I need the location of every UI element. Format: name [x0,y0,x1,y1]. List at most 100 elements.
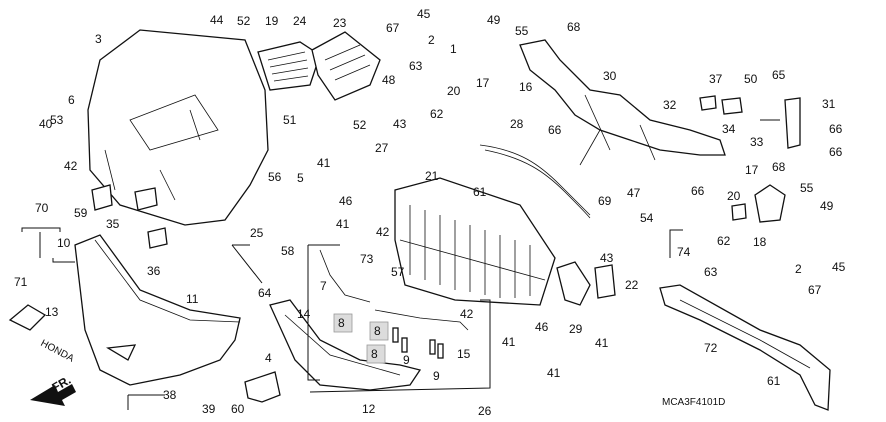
part-label: 44 [210,13,224,27]
front-cowl-part [74,234,241,386]
part-label: 43 [600,251,614,265]
part-label: 15 [457,347,471,361]
part-label: 52 [237,14,251,28]
bracket-part [731,184,786,223]
part-label: 68 [772,160,786,174]
part-label: 55 [515,24,529,38]
part-label: 17 [745,163,759,177]
bracket-part [699,95,717,111]
windscreen-part [87,29,269,226]
part-label: 20 [727,189,741,203]
part-label: 42 [376,225,390,239]
part-label: 27 [375,141,389,155]
part-label: 39 [202,402,216,416]
part-label: 2 [428,33,435,47]
part-labels: 3 44 52 19 24 23 48 52 45 67 49 2 1 55 6… [14,7,846,418]
part-label: 5 [297,171,304,185]
part-label: 23 [333,16,347,30]
part-label: 62 [717,234,731,248]
part-label: 2 [795,262,802,276]
highlight-box [366,344,386,364]
part-label: 25 [250,226,264,240]
part-label: 63 [704,265,718,279]
part-label: 26 [478,404,492,418]
part-label: 52 [353,118,367,132]
part-label: 4 [265,351,272,365]
part-label: 20 [447,84,461,98]
part-label: 67 [386,21,400,35]
part-label: 32 [663,98,677,112]
part-label: 12 [362,402,376,416]
part-label: 55 [800,181,814,195]
part-label: 6 [68,93,75,107]
part-label: 47 [627,186,641,200]
part-label: 34 [722,122,736,136]
inner-cover-part [269,299,422,391]
part-label: 9 [403,353,410,367]
part-label: 64 [258,286,272,300]
part-label: 8 [371,347,378,361]
stay-frame-part [519,39,726,166]
part-label: 48 [382,73,396,87]
part-label: 36 [147,264,161,278]
part-label: 28 [510,117,524,131]
part-label: 40 [39,117,53,131]
part-label: 66 [691,184,705,198]
part-label: 59 [74,206,88,220]
part-label: 73 [360,252,374,266]
group-bracket [52,258,75,263]
part-label: 22 [625,278,639,292]
part-label: 41 [547,366,561,380]
part-label: 69 [598,194,612,208]
part-label: 42 [460,307,474,321]
part-label: 24 [293,14,307,28]
part-label: 37 [709,72,723,86]
group-bracket [669,229,683,258]
bracket-part [721,97,743,115]
part-label: 33 [750,135,764,149]
part-label: 8 [374,324,381,338]
part-label: 53 [50,113,64,127]
part-label: 61 [473,185,487,199]
part-label: 42 [64,159,78,173]
part-label: 70 [35,201,49,215]
part-label: 61 [767,374,781,388]
bracket-part [91,184,168,249]
lower-duct-part [659,284,831,411]
stay-part [784,97,801,149]
part-label: 11 [186,292,199,306]
part-label: 66 [548,123,562,137]
part-label: 38 [163,388,177,402]
part-label: 8 [338,316,345,330]
part-label: 57 [391,265,405,279]
part-label: 58 [281,244,295,258]
panel-part [244,371,281,403]
molding-part [479,144,591,219]
part-label: 9 [433,369,440,383]
part-label: 51 [283,113,297,127]
part-label: 49 [820,199,834,213]
part-label: 14 [297,307,311,321]
rubber-strip-part [319,249,371,303]
part-label: 31 [822,97,836,111]
part-label: 18 [753,235,767,249]
part-label: 50 [744,72,758,86]
part-label: 72 [704,341,718,355]
part-label: 62 [430,107,444,121]
group-bracket [21,227,61,232]
part-label: 60 [231,402,245,416]
part-label: 35 [106,217,120,231]
side-cover-part [556,261,591,306]
part-label: 41 [317,156,331,170]
part-label: 54 [640,211,654,225]
part-label: 10 [57,236,71,250]
part-label: 63 [409,59,423,73]
part-label: 67 [808,283,822,297]
part-label: 43 [393,117,407,131]
part-label: 41 [595,336,609,350]
part-label: 66 [829,122,843,136]
rubber-strip-part [374,309,469,331]
group-bracket [127,394,165,410]
part-label: 74 [677,245,691,259]
